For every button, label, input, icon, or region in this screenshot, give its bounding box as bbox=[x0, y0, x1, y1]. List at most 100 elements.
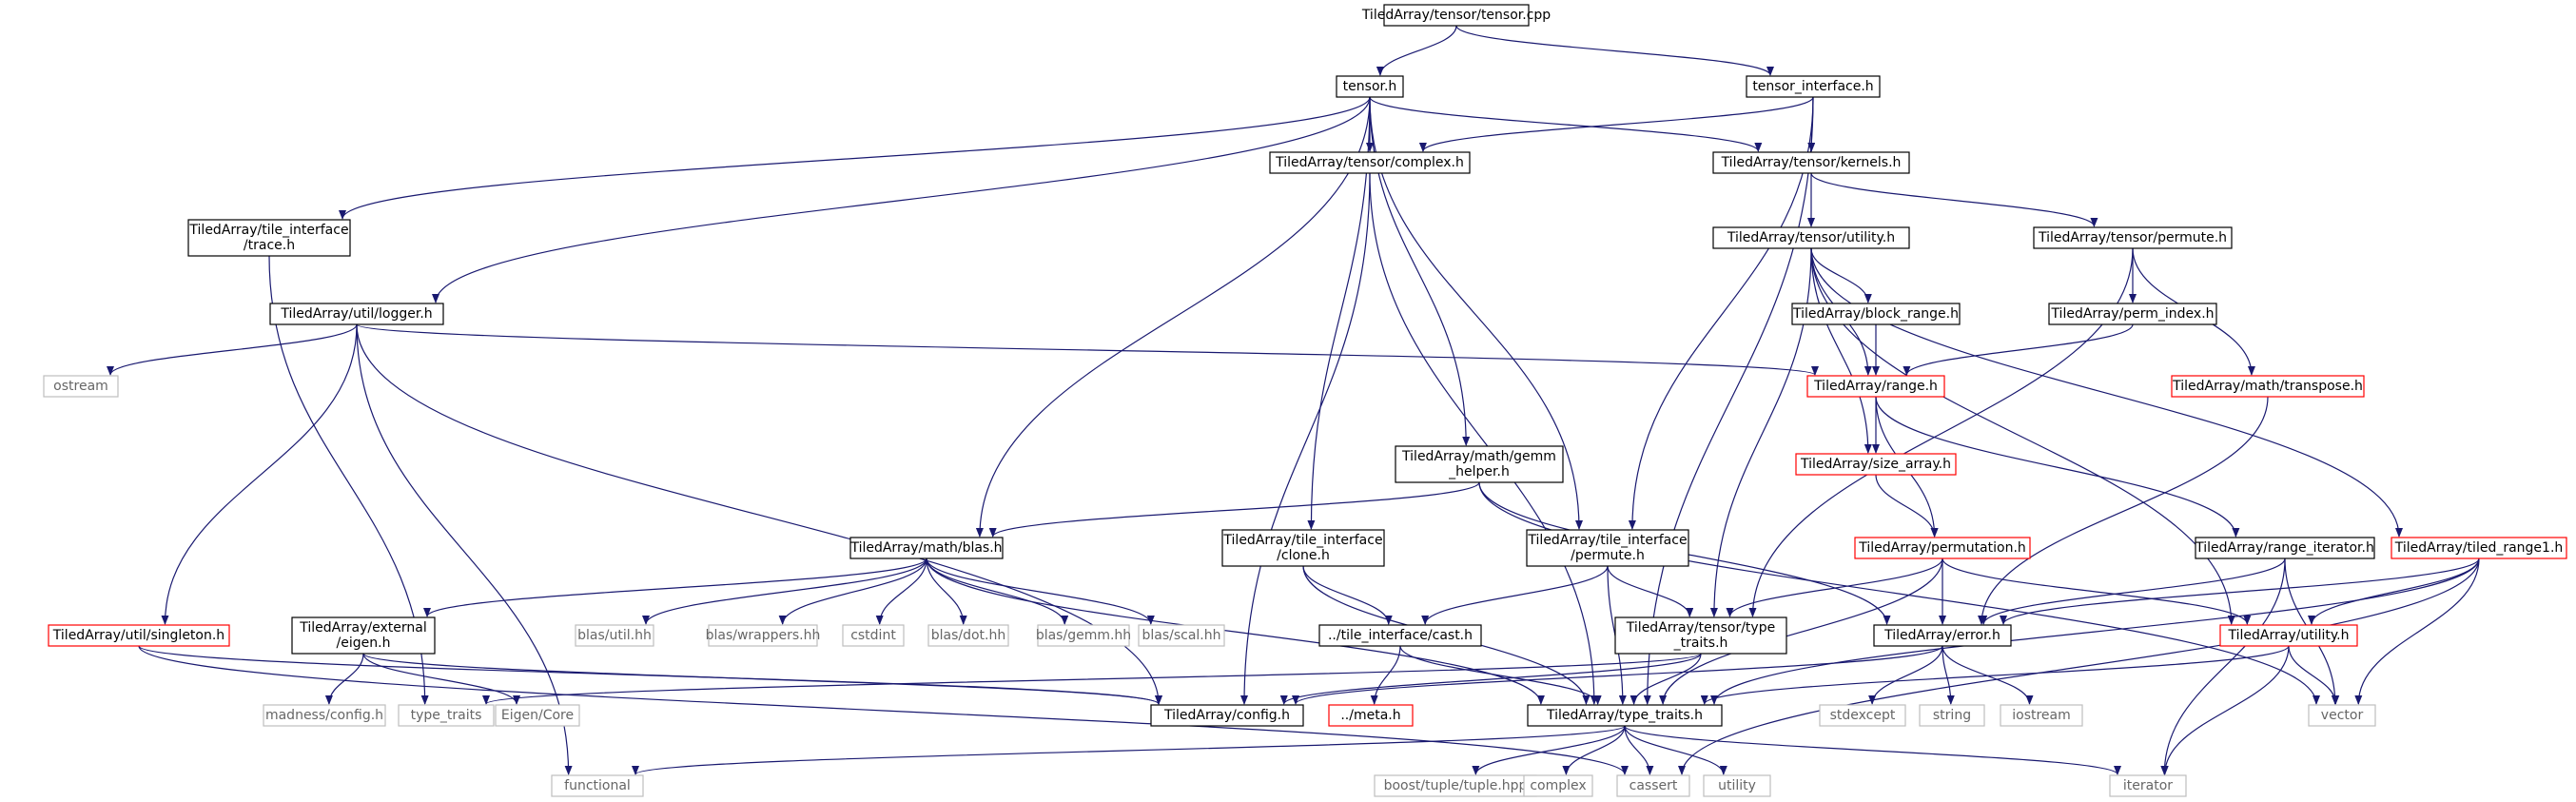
edge-utility-h-to-vector bbox=[2288, 645, 2340, 705]
node-cassert[interactable]: cassert bbox=[1616, 774, 1690, 797]
node-blas-util-hh[interactable]: blas/util.hh bbox=[575, 624, 654, 647]
node-label: TiledArray/tile_interface bbox=[1222, 533, 1382, 548]
edge-root-to-tensor-h bbox=[1376, 25, 1457, 76]
node-box bbox=[1791, 303, 1961, 325]
node-meta-h[interactable]: ../meta.h bbox=[1328, 704, 1414, 727]
node-blas-dot-hh[interactable]: blas/dot.hh bbox=[927, 624, 1009, 647]
node-permute-tensor-h[interactable]: TiledArray/tensor/permute.h bbox=[2033, 226, 2233, 249]
node-blas-gemm-hh[interactable]: blas/gemm.hh bbox=[1036, 624, 1131, 647]
node-functional[interactable]: functional bbox=[551, 774, 644, 797]
node-cast-h[interactable]: ../tile_interface/cast.h bbox=[1318, 624, 1482, 647]
node-box bbox=[1919, 704, 1985, 727]
node-complex-h[interactable]: TiledArray/tensor/complex.h bbox=[1269, 151, 1471, 174]
node-label: blas/util.hh bbox=[577, 628, 652, 643]
node-label: functional bbox=[564, 778, 631, 793]
edge-blas-h-to-eigen-h bbox=[423, 557, 927, 617]
node-box bbox=[842, 624, 905, 647]
node-box bbox=[43, 375, 119, 398]
node-eigen-h[interactable]: TiledArray/external/eigen.h bbox=[291, 616, 436, 655]
node-box bbox=[1383, 4, 1530, 27]
node-blas-h[interactable]: TiledArray/math/blas.h bbox=[849, 537, 1004, 559]
node-tensor-h[interactable]: tensor.h bbox=[1336, 75, 1404, 98]
node-madness-config-h[interactable]: madness/config.h bbox=[263, 704, 386, 727]
node-boost-tuple-hpp[interactable]: boost/tuple/tuple.hpp bbox=[1374, 774, 1537, 797]
node-perm-index-h[interactable]: TiledArray/perm_index.h bbox=[2048, 303, 2217, 325]
edge-cast-h-to-meta-h bbox=[1370, 645, 1401, 705]
node-logger-h[interactable]: TiledArray/util/logger.h bbox=[269, 303, 444, 325]
node-singleton-h[interactable]: TiledArray/util/singleton.h bbox=[48, 624, 230, 647]
node-utility-h[interactable]: TiledArray/utility.h bbox=[2219, 624, 2358, 647]
edge-tensor-interface-h-to-complex-h bbox=[1419, 96, 1814, 152]
edge-logger-h-to-functional bbox=[356, 323, 573, 775]
node-permutation-h[interactable]: TiledArray/permutation.h bbox=[1854, 537, 2031, 559]
edge-transpose-h-to-error-h bbox=[1978, 396, 2269, 625]
node-blas-scal-hh[interactable]: blas/scal.hh bbox=[1138, 624, 1225, 647]
node-type-traits-h[interactable]: TiledArray/type_traits.h bbox=[1527, 704, 1723, 727]
node-label: /clone.h bbox=[1277, 548, 1330, 563]
edge-permutation-h-to-utility-h bbox=[1942, 557, 2252, 625]
node-label: _traits.h bbox=[1673, 636, 1728, 651]
node-complex[interactable]: complex bbox=[1523, 774, 1593, 797]
edge-tiled-range1-h-to-utility-h bbox=[2308, 557, 2480, 625]
node-iostream[interactable]: iostream bbox=[2000, 704, 2083, 727]
node-label: boost/tuple/tuple.hpp bbox=[1384, 778, 1528, 793]
node-block-range-h[interactable]: TiledArray/block_range.h bbox=[1791, 303, 1961, 325]
node-label: iterator bbox=[2123, 778, 2173, 793]
node-label: TiledArray/range_iterator.h bbox=[2195, 540, 2374, 556]
node-label: TiledArray/tensor/kernels.h bbox=[1721, 155, 1902, 170]
edge-type-traits-h-to-complex bbox=[1562, 725, 1626, 775]
node-range-h[interactable]: TiledArray/range.h bbox=[1806, 375, 1945, 398]
node-label: TiledArray/util/singleton.h bbox=[52, 628, 224, 643]
node-clone-h[interactable]: TiledArray/tile_interface/clone.h bbox=[1221, 529, 1385, 567]
edge-eigen-h-to-eigen-core bbox=[362, 653, 520, 705]
node-range-iterator-h[interactable]: TiledArray/range_iterator.h bbox=[2195, 537, 2375, 559]
node-box bbox=[291, 616, 436, 655]
node-label: utility bbox=[1718, 778, 1756, 793]
node-box bbox=[1854, 537, 2031, 559]
node-cstdint[interactable]: cstdint bbox=[842, 624, 905, 647]
node-gemm-helper-h[interactable]: TiledArray/math/gemm_helper.h bbox=[1395, 445, 1564, 483]
node-iterator[interactable]: iterator bbox=[2109, 774, 2187, 797]
node-trace-h[interactable]: TiledArray/tile_interface/trace.h bbox=[187, 219, 351, 257]
node-eigen-core[interactable]: Eigen/Core bbox=[495, 704, 580, 727]
edge-eigen-h-to-madness-config-h bbox=[324, 653, 364, 705]
edge-tiled-range1-h-to-vector bbox=[2354, 557, 2480, 705]
node-transpose-h[interactable]: TiledArray/math/transpose.h bbox=[2171, 375, 2365, 398]
node-label: /eigen.h bbox=[337, 636, 391, 651]
edge-tiled-range1-h-to-type-traits-h bbox=[1710, 557, 2480, 705]
edge-error-h-to-string bbox=[1942, 645, 1955, 705]
node-box bbox=[269, 303, 444, 325]
node-ti-permute-h[interactable]: TiledArray/tile_interface/permute.h bbox=[1526, 529, 1689, 567]
node-stdexcept[interactable]: stdexcept bbox=[1819, 704, 1906, 727]
edge-kernels-h-to-permute-tensor-h bbox=[1810, 172, 2098, 227]
node-box bbox=[2000, 704, 2083, 727]
node-root[interactable]: TiledArray/tensor/tensor.cpp bbox=[1361, 4, 1551, 27]
node-box bbox=[48, 624, 230, 647]
node-tensor-interface-h[interactable]: tensor_interface.h bbox=[1746, 75, 1881, 98]
node-vector[interactable]: vector bbox=[2308, 704, 2376, 727]
node-tiled-range1-h[interactable]: TiledArray/tiled_range1.h bbox=[2391, 537, 2567, 559]
edge-utility-tensor-h-to-block-range-h bbox=[1810, 247, 1872, 303]
node-utility[interactable]: utility bbox=[1703, 774, 1771, 797]
node-utility-tensor-h[interactable]: TiledArray/tensor/utility.h bbox=[1712, 226, 1910, 249]
node-label: ../meta.h bbox=[1340, 708, 1400, 723]
node-size-array-h[interactable]: TiledArray/size_array.h bbox=[1795, 453, 1957, 476]
node-tensor-type-traits-h[interactable]: TiledArray/tensor/type_traits.h bbox=[1614, 616, 1787, 655]
edge-range-iterator-h-to-iterator bbox=[2160, 557, 2286, 775]
node-kernels-h[interactable]: TiledArray/tensor/kernels.h bbox=[1712, 151, 1910, 174]
node-box bbox=[551, 774, 644, 797]
node-box bbox=[708, 624, 818, 647]
node-blas-wrappers-hh[interactable]: blas/wrappers.hh bbox=[706, 624, 821, 647]
node-label: TiledArray/type_traits.h bbox=[1546, 708, 1703, 723]
node-config-h[interactable]: TiledArray/config.h bbox=[1150, 704, 1304, 727]
node-ostream[interactable]: ostream bbox=[43, 375, 119, 398]
node-box bbox=[575, 624, 654, 647]
node-error-h[interactable]: TiledArray/error.h bbox=[1873, 624, 2012, 647]
node-box bbox=[1523, 774, 1593, 797]
edge-tensor-type-traits-h-to-type-traits bbox=[482, 653, 1702, 705]
node-type-traits[interactable]: type_traits bbox=[398, 704, 495, 727]
node-label: iostream bbox=[2012, 708, 2071, 723]
node-string[interactable]: string bbox=[1919, 704, 1985, 727]
node-box bbox=[1037, 624, 1130, 647]
edge-cast-h-to-type-traits-h bbox=[1399, 645, 1602, 705]
